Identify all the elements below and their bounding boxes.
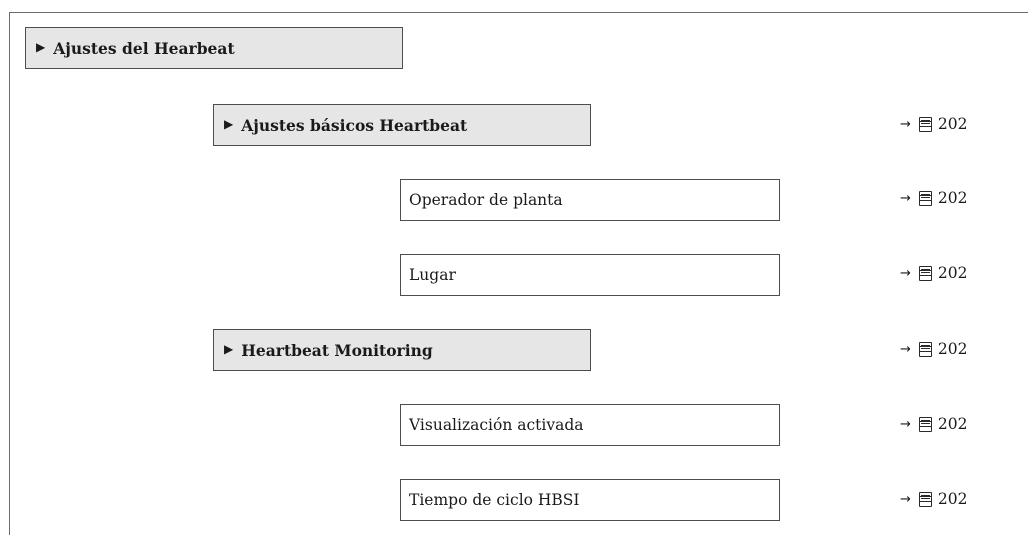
parameter-label: Tiempo de ciclo HBSI — [409, 491, 580, 509]
page-reference[interactable]: → 202 — [900, 264, 968, 282]
parameter-lugar[interactable]: Lugar — [400, 254, 780, 296]
parameter-operador-de-planta[interactable]: Operador de planta — [400, 179, 780, 221]
submenu-label: Ajustes básicos Heartbeat — [241, 115, 468, 135]
arrow-right-icon: → — [900, 116, 911, 132]
book-icon — [918, 491, 932, 507]
arrow-right-icon: → — [900, 341, 911, 357]
submenu-ajustes-basicos-heartbeat[interactable]: ▶ Ajustes básicos Heartbeat — [213, 104, 591, 146]
page-reference[interactable]: → 202 — [900, 340, 968, 358]
book-icon — [918, 190, 932, 206]
arrow-right-icon: → — [900, 416, 911, 432]
page-number: 202 — [937, 264, 968, 282]
page-reference[interactable]: → 202 — [900, 115, 968, 133]
arrow-right-icon: → — [900, 265, 911, 281]
triangle-right-icon: ▶ — [224, 342, 234, 356]
book-icon — [918, 341, 932, 357]
page-reference[interactable]: → 202 — [900, 490, 968, 508]
book-icon — [918, 116, 932, 132]
triangle-right-icon: ▶ — [224, 117, 234, 131]
page-number: 202 — [937, 115, 968, 133]
arrow-right-icon: → — [900, 491, 911, 507]
page-number: 202 — [937, 340, 968, 358]
page-number: 202 — [937, 189, 968, 207]
menu-root-ajustes-heartbeat[interactable]: ▶ Ajustes del Hearbeat — [25, 27, 403, 69]
page-number: 202 — [937, 415, 968, 433]
page-number: 202 — [937, 490, 968, 508]
page-reference[interactable]: → 202 — [900, 415, 968, 433]
book-icon — [918, 416, 932, 432]
page-reference[interactable]: → 202 — [900, 189, 968, 207]
frame-left-border — [9, 12, 10, 535]
submenu-label: Heartbeat Monitoring — [241, 340, 433, 360]
triangle-right-icon: ▶ — [36, 40, 46, 54]
parameter-tiempo-de-ciclo-hbsi[interactable]: Tiempo de ciclo HBSI — [400, 479, 780, 521]
parameter-label: Visualización activada — [409, 416, 584, 434]
book-icon — [918, 265, 932, 281]
menu-root-label: Ajustes del Hearbeat — [53, 38, 235, 58]
parameter-label: Operador de planta — [409, 191, 563, 209]
frame-top-border — [9, 12, 1028, 13]
arrow-right-icon: → — [900, 190, 911, 206]
parameter-label: Lugar — [409, 266, 456, 284]
submenu-heartbeat-monitoring[interactable]: ▶ Heartbeat Monitoring — [213, 329, 591, 371]
parameter-visualizacion-activada[interactable]: Visualización activada — [400, 404, 780, 446]
